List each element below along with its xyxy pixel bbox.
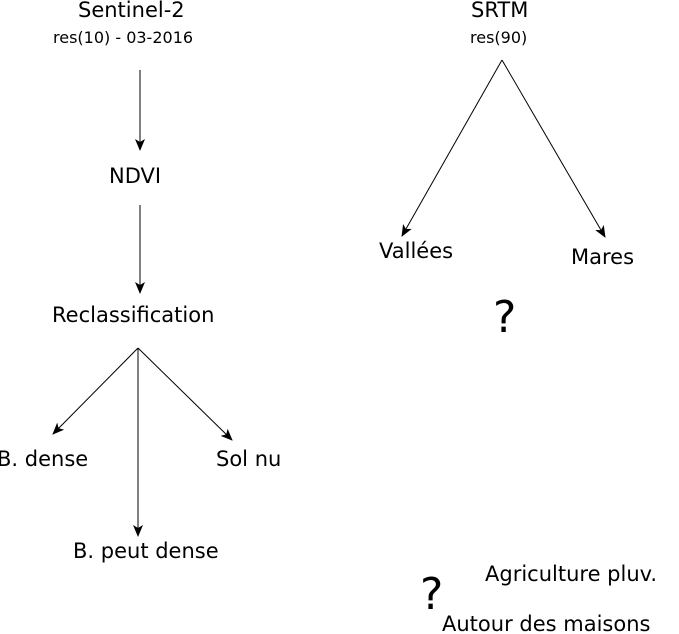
arrow-reclass-to-sol-nu xyxy=(137,347,233,441)
node-reclassification: Reclassification xyxy=(52,303,215,327)
node-vallees: Vallées xyxy=(379,239,454,263)
node-mares: Mares xyxy=(571,245,635,269)
node-b-dense: B. dense xyxy=(0,447,89,471)
node-agriculture: Agriculture pluv. xyxy=(485,562,658,586)
arrow-reclass-to-b-dense xyxy=(52,347,139,435)
sentinel-subtitle: res(10) - 03-2016 xyxy=(53,28,194,47)
node-autour-des-maisons: Autour des maisons xyxy=(442,612,651,634)
srtm-title: SRTM xyxy=(471,0,529,22)
question-mark-upper: ? xyxy=(493,292,517,343)
arrow-srtm-to-mares xyxy=(501,59,606,238)
srtm-subtitle: res(90) xyxy=(470,28,528,47)
node-ndvi: NDVI xyxy=(109,164,162,188)
node-b-peut-dense: B. peut dense xyxy=(73,539,219,563)
sentinel-title: Sentinel-2 xyxy=(78,0,185,22)
node-sol-nu: Sol nu xyxy=(216,447,282,471)
arrow-srtm-to-vallees xyxy=(401,59,503,237)
question-mark-lower: ? xyxy=(420,569,444,620)
